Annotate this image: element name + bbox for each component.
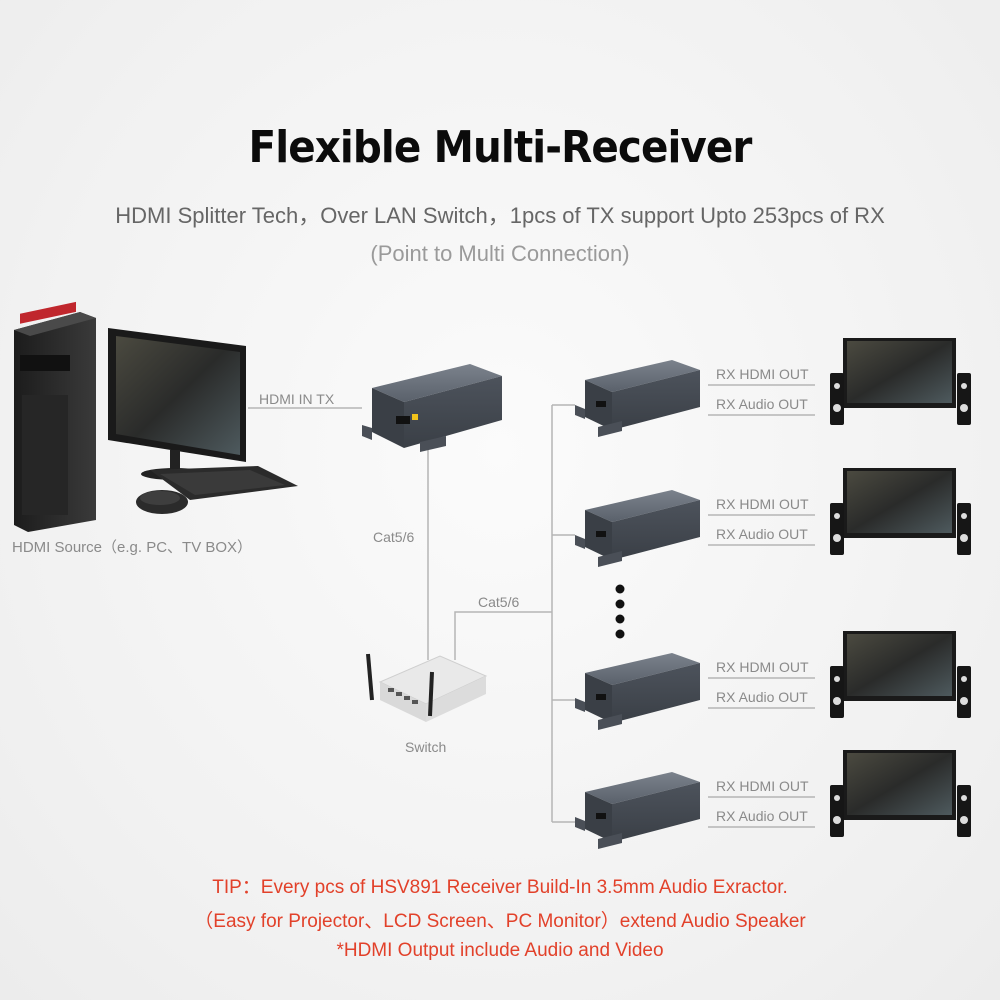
- speaker-left: [830, 666, 844, 718]
- receiver-box: [575, 490, 700, 567]
- connection-lines: [248, 384, 815, 828]
- tv-with-speakers: [830, 631, 971, 718]
- speaker-right: [957, 503, 971, 555]
- speaker-right: [957, 785, 971, 837]
- speaker-right: [957, 666, 971, 718]
- switch-router: [366, 653, 488, 722]
- cat-label-left: Cat5/6: [373, 529, 415, 545]
- hdmi-source-label: HDMI Source（e.g. PC、TV BOX）: [12, 539, 253, 556]
- tip-line-3: *HDMI Output include Audio and Video: [336, 940, 664, 961]
- receiver-box: [575, 360, 700, 437]
- tv-with-speakers: [830, 750, 971, 837]
- rx4-audio-label: RX Audio OUT: [716, 808, 808, 824]
- rx2-audio-label: RX Audio OUT: [716, 526, 808, 542]
- tx-extender-box: [362, 364, 502, 452]
- tv-screen: [847, 753, 952, 815]
- page-title: Flexible Multi-Receiver: [248, 122, 753, 173]
- speaker-left: [830, 373, 844, 425]
- rx1-audio-label: RX Audio OUT: [716, 396, 808, 412]
- hdmi-in-tx-label: HDMI IN TX: [259, 391, 335, 407]
- rx1-hdmi-label: RX HDMI OUT: [716, 366, 809, 382]
- speaker-left: [830, 785, 844, 837]
- tv-screen: [847, 634, 952, 696]
- pc-monitor: [108, 328, 246, 480]
- tv-screen: [847, 471, 952, 533]
- receivers-layer: [575, 360, 700, 849]
- cat-label-mid: Cat5/6: [478, 594, 520, 610]
- rx4-hdmi-label: RX HDMI OUT: [716, 778, 809, 794]
- subtitle: HDMI Splitter Tech，Over LAN Switch，1pcs …: [115, 203, 885, 228]
- displays-layer: [830, 338, 971, 837]
- subtitle-secondary: (Point to Multi Connection): [370, 241, 630, 266]
- pc-tower: [14, 301, 96, 532]
- more-receivers-dots: [615, 584, 625, 639]
- tv-with-speakers: [830, 338, 971, 425]
- cat-line-switch-bus: [454, 611, 552, 660]
- keyboard: [150, 466, 298, 500]
- speaker-left: [830, 503, 844, 555]
- switch-label: Switch: [405, 739, 447, 755]
- rx3-audio-label: RX Audio OUT: [716, 689, 808, 705]
- tv-with-speakers: [830, 468, 971, 555]
- tip-line-1: TIP：Every pcs of HSV891 Receiver Build-I…: [212, 877, 788, 898]
- rx2-hdmi-label: RX HDMI OUT: [716, 496, 809, 512]
- receiver-box: [575, 653, 700, 730]
- tv-screen: [847, 341, 952, 403]
- tip-line-2: （Easy for Projector、LCD Screen、PC Monito…: [194, 911, 806, 932]
- receiver-box: [575, 772, 700, 849]
- rx3-hdmi-label: RX HDMI OUT: [716, 659, 809, 675]
- speaker-right: [957, 373, 971, 425]
- mouse: [136, 490, 188, 514]
